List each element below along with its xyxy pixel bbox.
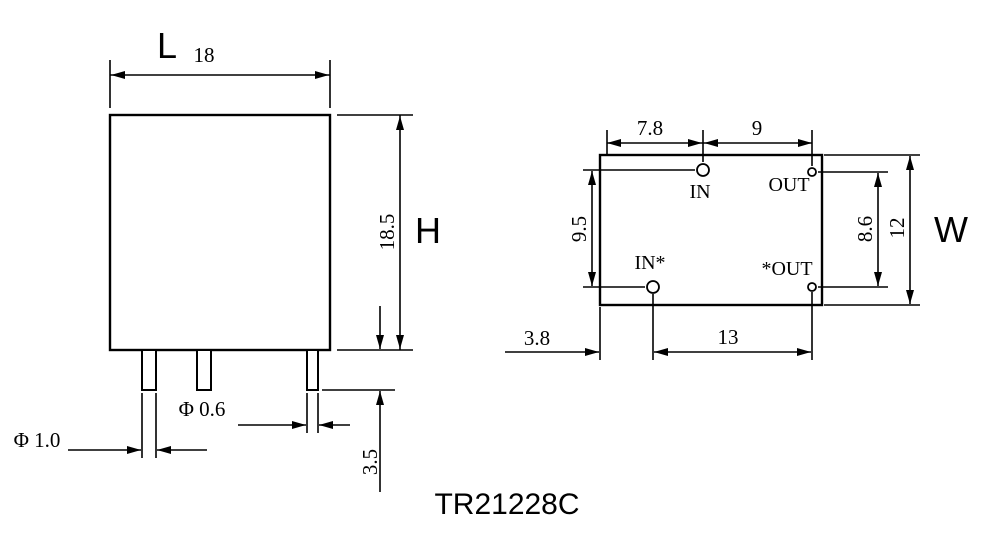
- length-value: 18: [194, 43, 215, 67]
- height-dimension: 18.5 H: [337, 114, 441, 351]
- pin-diameter-large-dimension: Φ 1.0: [14, 393, 207, 458]
- top-left-span-value: 7.8: [637, 116, 663, 140]
- width-label: W: [934, 209, 968, 250]
- bottom-span-value: 13: [718, 325, 739, 349]
- height-value: 18.5: [375, 214, 399, 251]
- pin-out-star: [807, 282, 817, 292]
- arrow-up-icon: [588, 171, 596, 185]
- arrow-left-icon: [319, 421, 333, 429]
- right-pitch-value: 8.6: [853, 216, 877, 242]
- edge-offset-value: 3.8: [524, 326, 550, 350]
- pin-in-star-label: IN*: [634, 252, 665, 274]
- pin-diameter-small-value: Φ 0.6: [179, 397, 226, 421]
- arrow-right-icon: [688, 139, 702, 147]
- arrow-right-icon: [585, 348, 599, 356]
- arrow-left-icon: [704, 139, 718, 147]
- arrow-left-icon: [654, 348, 668, 356]
- left-pitch-dimension: 9.5: [567, 169, 695, 288]
- right-dimensions: 8.6 12 W: [818, 154, 968, 306]
- component-body: [108, 113, 332, 352]
- arrow-down-icon: [874, 272, 882, 286]
- component-footprint: [598, 153, 824, 307]
- pin-length-value: 3.5: [358, 449, 382, 475]
- pin-left: [141, 349, 157, 391]
- arrow-down-icon: [588, 272, 596, 286]
- pin-in-star: [646, 280, 660, 294]
- depth-value: 12: [885, 218, 909, 239]
- left-pitch-value: 9.5: [567, 216, 591, 242]
- arrow-left-icon: [607, 139, 621, 147]
- pin-middle: [196, 349, 212, 391]
- arrow-right-icon: [315, 71, 329, 79]
- arrow-down-icon: [396, 335, 404, 349]
- arrow-up-icon: [906, 156, 914, 170]
- part-number-title: TR21228C: [434, 488, 579, 521]
- pin-in: [696, 163, 710, 177]
- arrow-right-icon: [798, 139, 812, 147]
- pin-in-label: IN: [689, 181, 710, 203]
- arrow-up-icon: [874, 173, 882, 187]
- arrow-left-icon: [157, 446, 171, 454]
- arrow-up-icon: [396, 116, 404, 130]
- arrow-right-icon: [127, 446, 141, 454]
- pin-length-dimension: 3.5: [322, 306, 395, 492]
- pin-out: [807, 167, 817, 177]
- length-dimension: L 18: [109, 25, 331, 108]
- side-view: L 18 18.5 H 3.5: [14, 25, 441, 492]
- pin-diameter-small-dimension: Φ 0.6: [179, 393, 350, 433]
- pin-out-star-label: *OUT: [761, 258, 812, 280]
- arrow-down-icon: [906, 290, 914, 304]
- height-label: H: [415, 210, 441, 251]
- bottom-dimensions: 3.8 13: [505, 292, 813, 360]
- arrow-left-icon: [111, 71, 125, 79]
- pin-right: [306, 349, 319, 391]
- arrow-down-icon: [376, 335, 384, 349]
- pin-out-label: OUT: [768, 174, 809, 196]
- top-right-span-value: 9: [752, 116, 763, 140]
- arrow-up-icon: [376, 391, 384, 405]
- length-label: L: [157, 25, 177, 66]
- arrow-right-icon: [292, 421, 306, 429]
- top-dimensions: 7.8 9: [606, 116, 813, 166]
- pin-diameter-large-value: Φ 1.0: [14, 428, 61, 452]
- arrow-right-icon: [797, 348, 811, 356]
- bottom-view: IN OUT IN* *OUT 7.8 9 9.5: [505, 116, 968, 360]
